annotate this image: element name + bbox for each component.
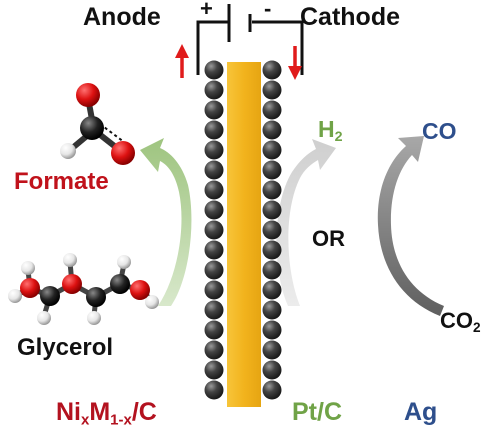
catalyst-bead xyxy=(262,180,282,200)
catalyst-bead xyxy=(204,120,224,140)
anode-reaction-arrow xyxy=(140,138,192,306)
cathode-wire xyxy=(252,20,304,75)
h2-reaction-arrow xyxy=(276,139,336,306)
catalyst-bead xyxy=(204,200,224,220)
anode-wire xyxy=(196,20,228,75)
catalyst-bead xyxy=(262,140,282,160)
glycerol-molecule-icon xyxy=(8,253,159,325)
catalyst-bead xyxy=(262,340,282,360)
catalyst-bead xyxy=(262,380,282,400)
anode-catalyst-label: NixM1-x/C xyxy=(56,398,157,429)
catalyst-bead xyxy=(204,280,224,300)
catalyst-bead xyxy=(204,340,224,360)
catalyst-bead xyxy=(204,320,224,340)
catalyst-bead xyxy=(262,80,282,100)
catalyst-bead xyxy=(262,200,282,220)
catalyst-bead xyxy=(204,380,224,400)
red-down-arrow-icon xyxy=(288,46,302,80)
catalyst-bead xyxy=(262,300,282,320)
catalyst-bead xyxy=(262,320,282,340)
cathode-label: Cathode xyxy=(300,3,400,31)
co2-label: CO2 xyxy=(440,308,481,335)
catalyst-bead xyxy=(262,220,282,240)
cathode-catalyst-label: Pt/C xyxy=(292,398,342,426)
catalyst-bead xyxy=(262,60,282,80)
ag-catalyst-label: Ag xyxy=(404,398,438,426)
catalyst-bead xyxy=(204,360,224,380)
cathode-catalyst-beads xyxy=(262,60,282,400)
catalyst-bead xyxy=(204,180,224,200)
co-label: CO xyxy=(422,118,457,144)
or-label: OR xyxy=(312,226,345,251)
catalyst-bead xyxy=(204,140,224,160)
catalyst-bead xyxy=(204,100,224,120)
glycerol-label: Glycerol xyxy=(17,334,114,361)
catalyst-bead xyxy=(204,60,224,80)
co-reaction-arrow xyxy=(377,136,444,316)
plus-sign: + xyxy=(200,0,213,21)
catalyst-bead xyxy=(262,240,282,260)
catalyst-bead xyxy=(262,120,282,140)
catalyst-bead xyxy=(204,240,224,260)
catalyst-bead xyxy=(204,300,224,320)
catalyst-bead xyxy=(204,160,224,180)
red-up-arrow-icon xyxy=(175,44,189,78)
catalyst-bead xyxy=(204,80,224,100)
catalyst-bead xyxy=(262,360,282,380)
catalyst-bead xyxy=(262,100,282,120)
minus-sign: - xyxy=(264,0,272,21)
external-circuit xyxy=(196,4,304,75)
catalyst-bead xyxy=(262,280,282,300)
formate-label: Formate xyxy=(14,168,109,195)
catalyst-bead xyxy=(204,260,224,280)
anode-catalyst-beads xyxy=(204,60,224,400)
catalyst-bead xyxy=(262,260,282,280)
catalyst-bead xyxy=(262,160,282,180)
formate-molecule-icon xyxy=(60,83,135,165)
catalyst-bead xyxy=(204,220,224,240)
h2-label: H2 xyxy=(318,116,343,145)
electrode-membrane xyxy=(227,62,261,407)
anode-label: Anode xyxy=(83,3,161,31)
